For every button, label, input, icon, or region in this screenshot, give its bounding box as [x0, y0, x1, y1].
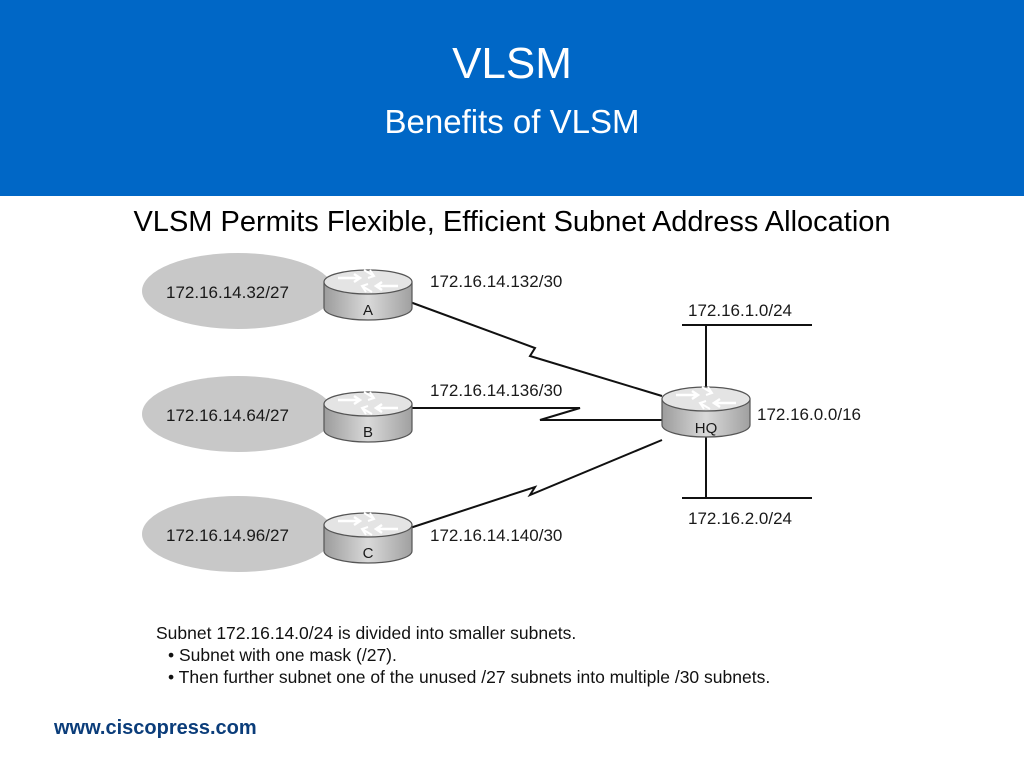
router-b-label: B — [363, 424, 373, 441]
router-hq-label: HQ — [695, 420, 718, 437]
figure-caption: Subnet 172.16.14.0/24 is divided into sm… — [156, 622, 770, 688]
serial-link-b-hq — [412, 407, 662, 421]
caption-bullet: • Subnet with one mask (/27). — [168, 645, 397, 665]
slide-subtitle: Benefits of VLSM — [384, 103, 640, 140]
wan-c-label: 172.16.14.140/30 — [430, 526, 562, 545]
lan-b-ellipse — [142, 376, 334, 452]
lan-a-ellipse — [142, 253, 334, 329]
lan-c-ellipse — [142, 496, 334, 572]
hq-network-label: 172.16.0.0/16 — [757, 405, 861, 424]
slide-title: VLSM — [452, 39, 572, 88]
serial-link-c-hq — [409, 439, 663, 529]
slide-header: VLSM Benefits of VLSM — [0, 0, 1024, 196]
wan-a-label: 172.16.14.132/30 — [430, 272, 562, 291]
figure-title: VLSM Permits Flexible, Efficient Subnet … — [133, 206, 891, 238]
caption-bullet: • Then further subnet one of the unused … — [168, 667, 771, 687]
hq-top-lan-label: 172.16.1.0/24 — [688, 301, 792, 320]
hq-bottom-lan-label: 172.16.2.0/24 — [688, 509, 792, 528]
router-c-label: C — [363, 545, 374, 562]
router-a-label: A — [363, 302, 373, 319]
lan-b-label: 172.16.14.64/27 — [166, 406, 289, 425]
lan-c-label: 172.16.14.96/27 — [166, 526, 289, 545]
wan-b-label: 172.16.14.136/30 — [430, 381, 562, 400]
serial-link-a-hq — [409, 301, 663, 397]
caption-line: Subnet 172.16.14.0/24 is divided into sm… — [156, 623, 577, 643]
footer-url: www.ciscopress.com — [54, 717, 257, 739]
lan-a-label: 172.16.14.32/27 — [166, 283, 289, 302]
